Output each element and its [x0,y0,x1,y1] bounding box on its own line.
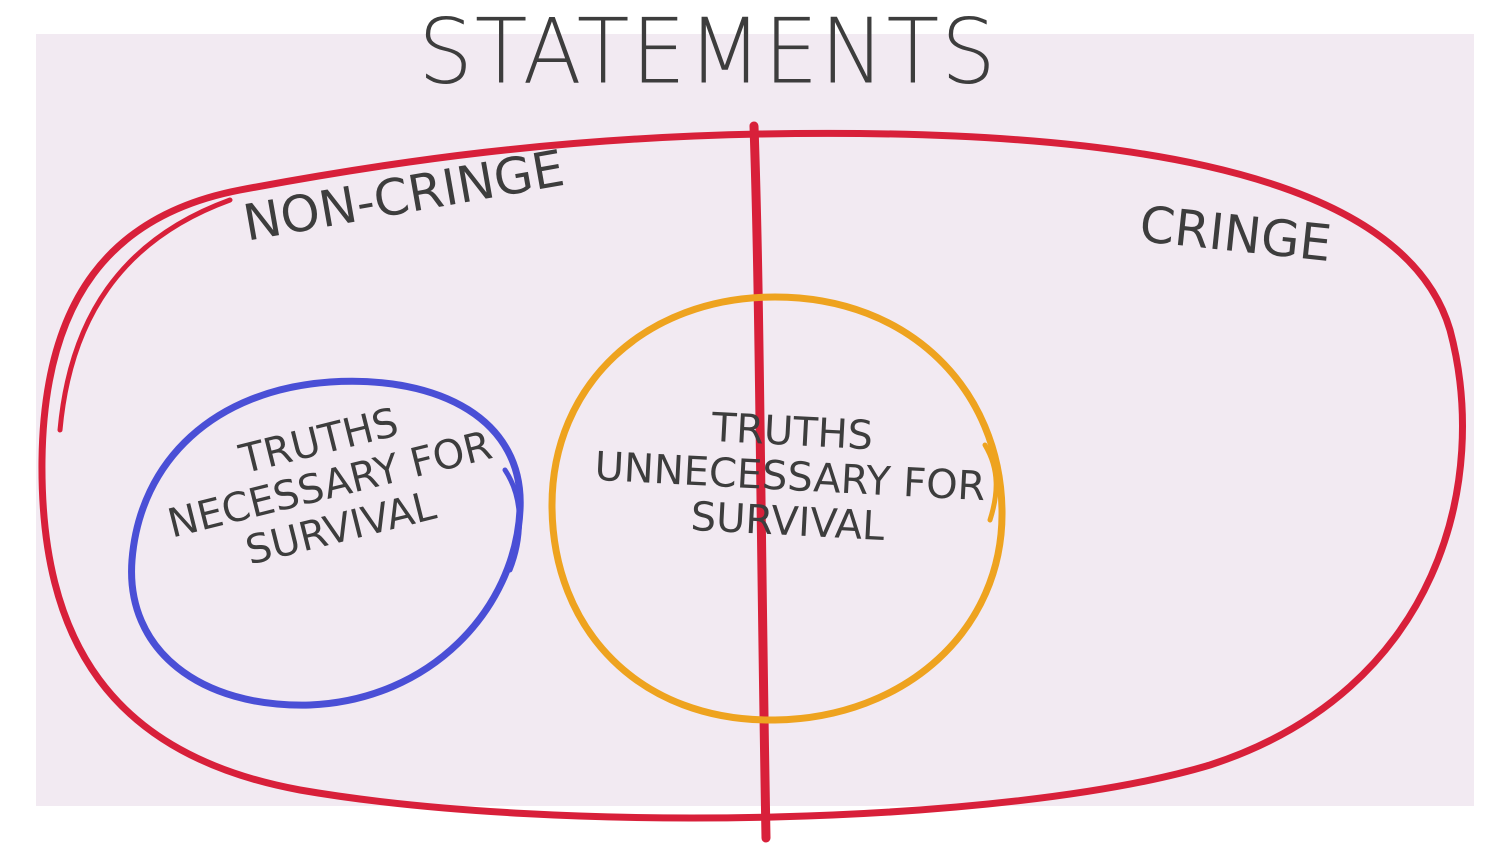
outer-boundary [38,129,1466,822]
blue-set-circle [128,377,524,709]
outer-boundary-stroke-extra [57,197,233,433]
diagram-title: STATEMENTS [418,0,998,105]
blue-set-circle-extra [502,467,522,573]
orange-set-circle [548,293,1006,724]
orange-set-label: TRUTHS UNNECESSARY FOR SURVIVAL [587,400,993,555]
orange-set-circle-extra [982,442,999,523]
divider-line [749,121,771,843]
